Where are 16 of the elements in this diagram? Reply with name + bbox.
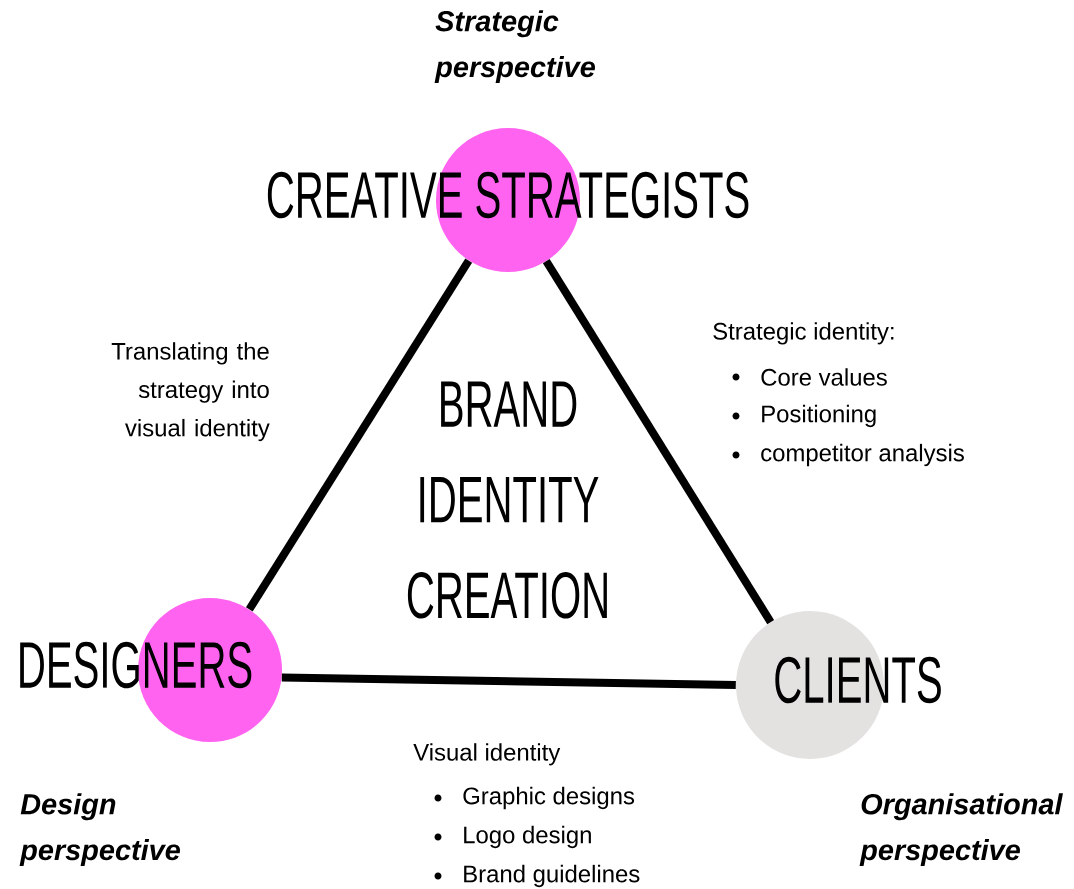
connector-line — [245, 258, 473, 612]
list-heading: Visual identity — [413, 743, 561, 766]
center-title: BRAND IDENTITY CREATION — [407, 381, 607, 619]
perspective-label: Organisational perspective — [859, 793, 1063, 866]
connector-line — [542, 259, 775, 625]
circle-node: CLIENTS — [736, 611, 941, 759]
list-item: Graphic designs — [463, 786, 635, 810]
list-heading: Strategic identity: — [713, 322, 894, 345]
annotation-text: Translating the strategy into visual identity — [111, 342, 270, 442]
list-item: competitor analysis — [761, 443, 964, 467]
perspective-label: Design perspective — [19, 793, 180, 866]
list-item: Core values — [761, 368, 887, 386]
list-item: Positioning — [762, 404, 876, 428]
list-item: Brand guidelines — [464, 864, 640, 888]
list-item: Logo design — [464, 825, 591, 849]
perspective-label: Strategic perspective — [434, 10, 595, 83]
